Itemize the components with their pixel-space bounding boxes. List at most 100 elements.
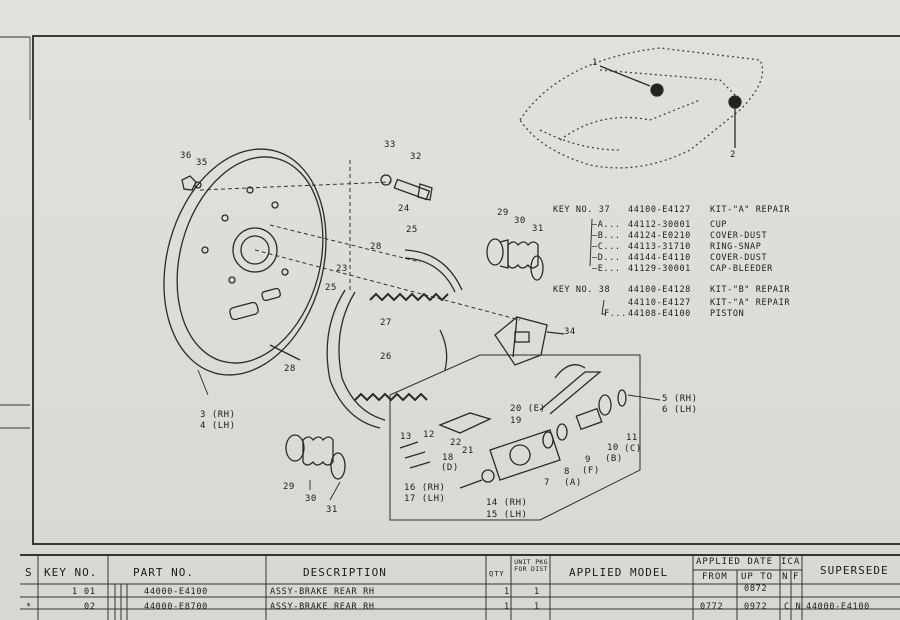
- callout-36: 36: [180, 151, 192, 161]
- parts-table: S KEY NO. PART NO. DESCRIPTION QTY UNIT …: [20, 554, 900, 620]
- row-pkg: 1: [534, 602, 540, 612]
- row-sub: 01: [84, 587, 96, 597]
- kit-desc: KIT-"A" REPAIR: [710, 298, 791, 308]
- kit-key-37: KEY NO. 37: [553, 205, 611, 215]
- col-part-no: PART NO.: [133, 566, 194, 579]
- col-unit-pkg: UNIT PKG FOR DIST: [514, 558, 548, 573]
- backing-plate: [163, 148, 327, 376]
- col-description: DESCRIPTION: [303, 566, 387, 579]
- row-mark: *: [26, 602, 32, 612]
- kit-desc: CAP-BLEEDER: [710, 264, 773, 274]
- callout-16: 16 (RH): [404, 483, 446, 493]
- table-grid: [20, 556, 900, 620]
- row-from: 0772: [700, 602, 724, 612]
- kit-sub-key: —B...: [592, 231, 621, 241]
- callout-28b: 28: [284, 364, 296, 374]
- callout-19: 19: [510, 416, 522, 426]
- kit-part: 44108-E4100: [628, 309, 691, 319]
- col-applied-date: APPLIED DATE: [696, 557, 774, 567]
- row-upto: 0972: [744, 602, 768, 612]
- col-from: FROM: [702, 572, 728, 582]
- spring-upper: [369, 292, 449, 302]
- callout-35: 35: [196, 158, 208, 168]
- margin-marks: [0, 36, 31, 429]
- kit-part: 41129-30001: [628, 264, 691, 274]
- callout-30b: 30: [305, 494, 317, 504]
- callout-31: 31: [532, 224, 544, 234]
- callout-18: 18: [442, 453, 454, 463]
- kit-desc: KIT-"B" REPAIR: [710, 285, 791, 295]
- kit-part: 44100-E4128: [628, 285, 691, 295]
- callout-12: 12: [423, 430, 435, 440]
- col-f: F: [793, 572, 800, 582]
- callout-D: (D): [441, 463, 459, 473]
- callout-F: (F): [582, 466, 600, 476]
- brake-shoes: [326, 249, 463, 429]
- kit-part: 44144-E4110: [628, 253, 691, 263]
- callout-3: 3 (RH): [200, 410, 236, 420]
- callout-29: 29: [497, 208, 509, 218]
- callout-2: 2: [730, 150, 736, 160]
- callout-28: 28: [370, 242, 382, 252]
- bolt-32: [393, 178, 433, 201]
- kit-key-38: KEY NO. 38: [553, 285, 611, 295]
- callout-6: 6 (LH): [662, 405, 698, 415]
- row-part: 44000-E4100: [144, 587, 208, 597]
- callout-32: 32: [410, 152, 422, 162]
- callout-22: 22: [450, 438, 462, 448]
- cylinder-boot-bottom: [285, 434, 346, 480]
- callout-7: 7: [544, 478, 550, 488]
- callout-4: 4 (LH): [200, 421, 236, 431]
- callout-27: 27: [380, 318, 392, 328]
- car-silhouette: [519, 47, 764, 169]
- cylinder-inset-box: [389, 354, 641, 521]
- kit-desc: RING-SNAP: [710, 242, 762, 252]
- callout-25b: 25: [406, 225, 418, 235]
- kit-sub-key: F...: [604, 309, 627, 319]
- kit-part: 44112-30001: [628, 220, 691, 230]
- location-marker-1: [650, 83, 664, 97]
- callout-11: 11: [626, 433, 638, 443]
- callout-15: 15 (LH): [486, 510, 528, 520]
- row-upto: 0872: [744, 584, 768, 594]
- callout-30: 30: [514, 216, 526, 226]
- brake-exploded-diagram: [163, 47, 764, 521]
- kit-desc: CUP: [710, 220, 728, 230]
- kit-bracket-lines: [589, 218, 606, 315]
- row-supersede: 44000-E4100: [806, 602, 870, 612]
- kit-desc: KIT-"A" REPAIR: [710, 205, 791, 215]
- callout-34: 34: [564, 327, 576, 337]
- row-part: 44000-E8700: [144, 602, 208, 612]
- col-ica: ICA: [781, 557, 801, 567]
- cover-34: [494, 316, 548, 366]
- row-desc: ASSY-BRAKE REAR RH: [270, 602, 375, 612]
- spring-lower: [354, 392, 428, 402]
- callout-31b: 31: [326, 505, 338, 515]
- kit-part: 44100-E4127: [628, 205, 691, 215]
- col-n: N: [782, 572, 789, 582]
- callout-14: 14 (RH): [486, 498, 528, 508]
- callout-1: 1: [592, 58, 598, 68]
- col-applied-model: APPLIED MODEL: [569, 566, 669, 579]
- diagram-frame: [32, 35, 900, 545]
- row-key: 1: [72, 587, 78, 597]
- callout-25a: 25: [325, 283, 337, 293]
- callout-5: 5 (RH): [662, 394, 698, 404]
- cylinder-boot-top: [486, 238, 544, 281]
- row-pkg: 1: [534, 587, 540, 597]
- callout-A: (A): [564, 478, 582, 488]
- callout-33: 33: [384, 140, 396, 150]
- callout-13: 13: [400, 432, 412, 442]
- callout-10: 10: [607, 443, 619, 453]
- col-supersede: SUPERSEDE: [820, 564, 889, 577]
- callout-C: (C): [624, 444, 642, 454]
- row-ica: C N: [784, 602, 802, 612]
- row-qty: 1: [504, 602, 510, 612]
- callout-23: 23: [336, 264, 348, 274]
- col-key-no: KEY NO.: [44, 566, 98, 579]
- kit-sub-key: —E...: [592, 264, 621, 274]
- kit-part: 44110-E4127: [628, 298, 691, 308]
- kit-sub-key: —C...: [592, 242, 621, 252]
- callout-21: 21: [462, 446, 474, 456]
